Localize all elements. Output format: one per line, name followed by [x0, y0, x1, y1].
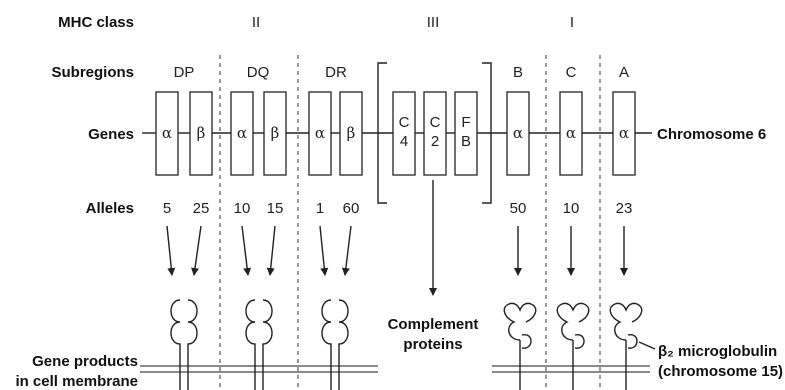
subregion-dr: DR [325, 64, 347, 81]
gene-dp-alpha-label: α [162, 124, 172, 142]
gene-b-alpha-label: α [513, 124, 523, 142]
allele-count-dr-alpha: 1 [316, 200, 324, 217]
row-label-alleles: Alleles [86, 200, 134, 217]
gene-c4 [392, 91, 416, 176]
gene-b-alpha [506, 91, 530, 176]
subregion-b: B [513, 64, 523, 81]
allele-count-a: 23 [616, 200, 633, 217]
row-label-gene-products: Gene products [32, 353, 138, 370]
class-ii-label: II [252, 14, 260, 31]
allele-count-dr-beta: 60 [343, 200, 360, 217]
gene-dq-alpha [230, 91, 254, 176]
gene-dp-alpha [155, 91, 179, 176]
gene-dr-beta-label: β [347, 124, 356, 142]
gene-c2 [423, 91, 447, 176]
gene-dr-alpha-label: α [315, 124, 325, 142]
row-label-genes: Genes [88, 126, 134, 143]
complement-label-2: proteins [403, 336, 462, 353]
gene-a-alpha-label: α [619, 124, 629, 142]
allele-count-dq-alpha: 10 [234, 200, 251, 217]
gene-fb [454, 91, 478, 176]
allele-count-c: 10 [563, 200, 580, 217]
expression-arrows [166, 180, 628, 296]
class-i-molecule-a [609, 302, 656, 390]
row-label-mhc-class: MHC class [58, 14, 134, 31]
subregion-dq: DQ [247, 64, 270, 81]
cell-membrane-left [140, 365, 378, 373]
gene-c-alpha-label: α [566, 124, 576, 142]
subregion-dp: DP [174, 64, 195, 81]
subregion-a: A [619, 64, 629, 81]
class-iii-label: III [427, 14, 440, 31]
gene-dq-beta-label: β [271, 124, 280, 142]
row-label-subregions: Subregions [51, 64, 134, 81]
class-i-molecule-b [503, 302, 537, 390]
gene-dp-beta-label: β [197, 124, 206, 142]
gene-dr-beta [339, 91, 363, 176]
gene-fb-label-2: B [461, 133, 471, 150]
class-ii-molecule-dp [170, 299, 198, 390]
row-label-cell-membrane: in cell membrane [15, 373, 138, 390]
b2-microglobulin-label: β₂ microglobulin [658, 343, 777, 360]
allele-count-dp-beta: 25 [193, 200, 210, 217]
allele-count-dq-beta: 15 [267, 200, 284, 217]
allele-count-b: 50 [510, 200, 527, 217]
gene-c2-label-2: 2 [431, 133, 439, 150]
gene-c2-label-1: C [430, 114, 441, 131]
complement-label-1: Complement [388, 316, 479, 333]
cell-membrane-right [492, 365, 650, 373]
chromosome-6-label: Chromosome 6 [657, 126, 766, 143]
gene-fb-label-1: F [461, 114, 470, 131]
gene-c-alpha [559, 91, 583, 176]
gene-dq-beta [263, 91, 287, 176]
allele-count-dp-alpha: 5 [163, 200, 171, 217]
gene-dr-alpha [308, 91, 332, 176]
class-i-label: I [570, 14, 574, 31]
gene-c4-label-2: 4 [400, 133, 408, 150]
gene-dp-beta [189, 91, 213, 176]
class-i-molecule-c [556, 302, 590, 390]
class-ii-molecule-dr [321, 299, 349, 390]
class-ii-molecule-dq [245, 299, 273, 390]
gene-a-alpha [612, 91, 636, 176]
gene-dq-alpha-label: α [237, 124, 247, 142]
subregion-c: C [566, 64, 577, 81]
gene-c4-label-1: C [399, 114, 410, 131]
b2-microglobulin-chromosome: (chromosome 15) [658, 363, 783, 380]
